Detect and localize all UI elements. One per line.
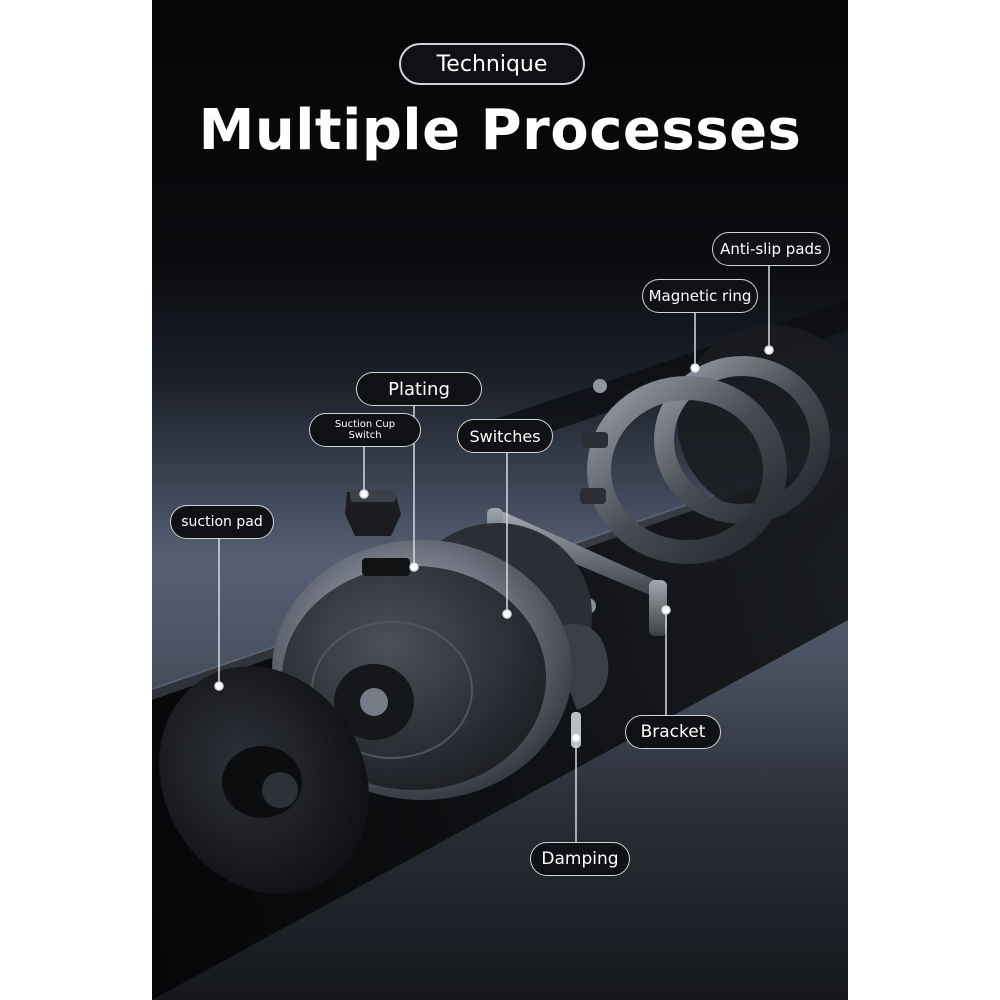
callout-anti-slip-pads: Anti-slip pads (712, 232, 830, 266)
callout-bracket: Bracket (625, 715, 721, 749)
suction-pad-knob (262, 772, 298, 808)
leader-dot-switches (502, 609, 512, 619)
magnetic-ring-back (654, 356, 830, 524)
leader-dot-bracket (661, 605, 671, 615)
ring-clip-lower (580, 488, 606, 504)
callout-suction-pad: suction pad (170, 505, 274, 539)
page-title: Multiple Processes (198, 98, 802, 163)
suction-cup-switch-part (345, 492, 401, 536)
callout-damping: Damping (530, 842, 630, 876)
bracket-ring (587, 376, 787, 564)
leader-dot-plating (409, 562, 419, 572)
suction-cup-switch-slot (362, 558, 410, 576)
callout-suction-cup-switch-line1: Suction Cup (334, 418, 396, 430)
callout-leaders (214, 266, 774, 843)
leader-dot-suction-cup-switch (359, 489, 369, 499)
leader-dot-magnetic-ring (690, 363, 700, 373)
small-screw (593, 379, 607, 393)
leader-dot-anti-slip-pads (764, 345, 774, 355)
mount-center-bolt (360, 688, 388, 716)
technique-tag: Technique (399, 43, 585, 85)
bracket-post (649, 580, 667, 636)
callout-plating: Plating (356, 372, 482, 406)
callout-magnetic-ring: Magnetic ring (642, 279, 758, 313)
callout-switches: Switches (457, 419, 553, 453)
callout-suction-cup-switch: Suction Cup Switch (309, 413, 421, 447)
exploded-product-illustration (152, 300, 848, 1000)
callout-suction-cup-switch-line2: Switch (348, 430, 382, 441)
product-image: Technique Multiple Processes Anti-slip p… (152, 0, 848, 1000)
leader-dot-damping (571, 733, 581, 743)
leader-dot-suction-pad (214, 681, 224, 691)
ring-clip (582, 432, 608, 448)
